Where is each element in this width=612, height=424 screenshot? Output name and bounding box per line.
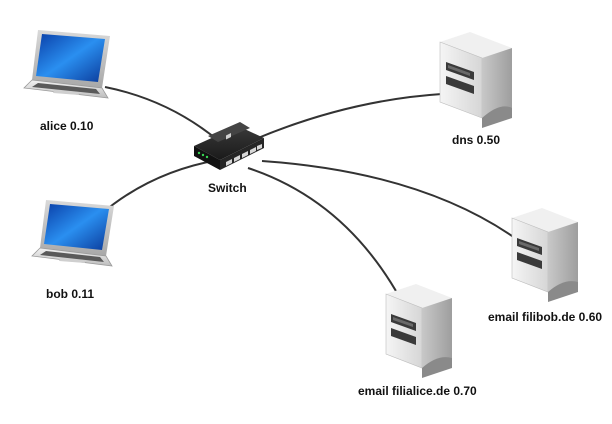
node-switch[interactable]: Switch <box>194 122 264 195</box>
node-dns[interactable]: dns 0.50 <box>439 32 512 147</box>
link-switch-dns <box>257 93 443 139</box>
node-bob[interactable]: bob 0.11 <box>31 200 114 301</box>
node-label-email-bob: email filibob.de 0.60 <box>488 310 602 324</box>
node-alice[interactable]: alice 0.10 <box>23 30 110 133</box>
server-icon <box>385 284 452 378</box>
network-switch-icon <box>194 122 264 170</box>
link-switch-email-bob <box>261 160 516 239</box>
node-label-bob: bob 0.11 <box>46 287 94 301</box>
laptop-icon <box>23 30 110 99</box>
node-label-alice: alice 0.10 <box>40 119 94 133</box>
server-icon <box>439 32 512 128</box>
laptop-icon <box>31 200 114 267</box>
link-alice-switch <box>104 86 221 143</box>
server-icon <box>511 208 578 302</box>
node-label-email-alice: email filialice.de 0.70 <box>358 384 477 398</box>
node-email-bob[interactable]: email filibob.de 0.60 <box>488 208 602 324</box>
link-bob-switch <box>99 159 219 216</box>
node-label-dns: dns 0.50 <box>452 133 500 147</box>
link-switch-email-alice <box>247 167 401 299</box>
node-label-switch: Switch <box>208 181 247 195</box>
node-email-alice[interactable]: email filialice.de 0.70 <box>358 284 477 398</box>
